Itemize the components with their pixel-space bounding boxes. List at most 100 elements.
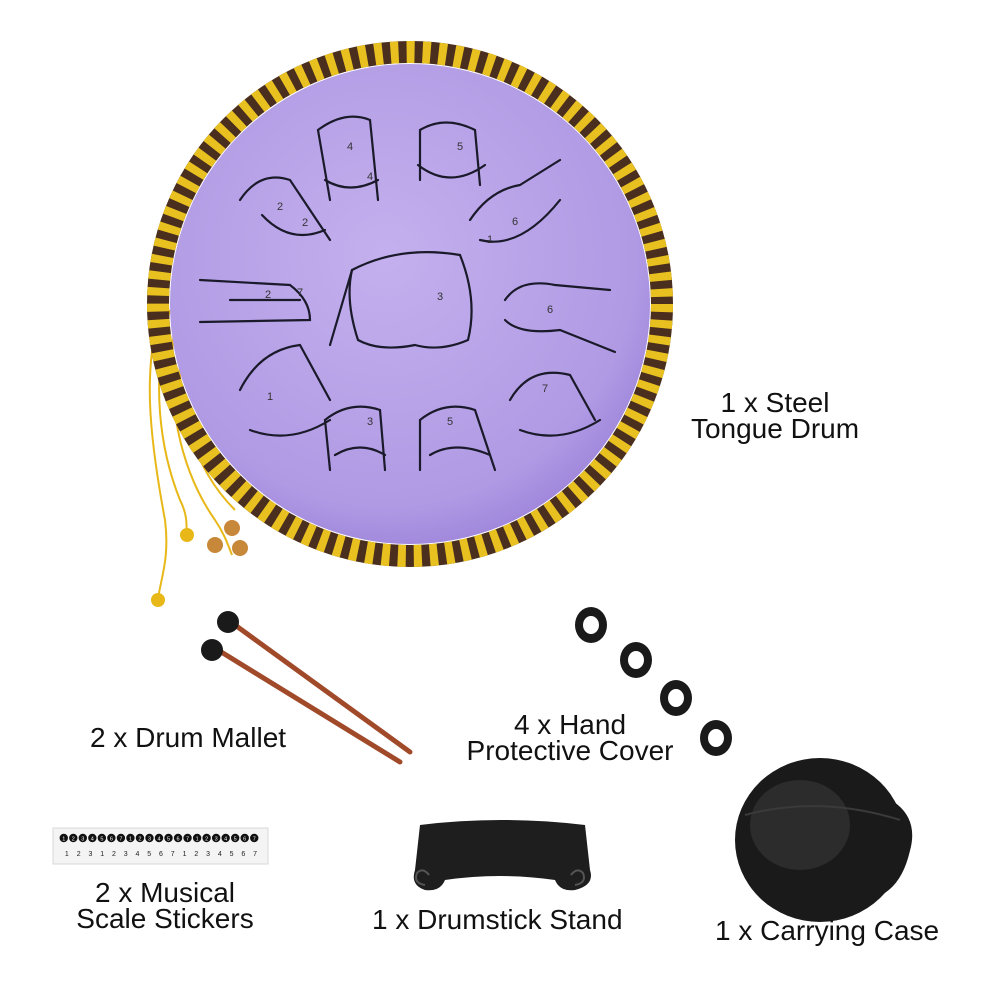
covers-label-line2: Protective Cover bbox=[466, 735, 674, 766]
covers-label-line1: 4 x Hand bbox=[513, 709, 627, 740]
tongue-number: 7 bbox=[542, 383, 548, 395]
sticker-dot-number: 6 bbox=[177, 837, 180, 843]
sticker-scale-number: 5 bbox=[230, 851, 234, 858]
sticker-dot bbox=[250, 833, 259, 843]
sticker-strip bbox=[52, 827, 269, 865]
sticker-dot bbox=[211, 833, 221, 843]
tassel-bead bbox=[207, 537, 223, 553]
sticker-dot bbox=[69, 833, 78, 843]
drum-face bbox=[170, 64, 650, 544]
drum-label-line2: Tongue Drum bbox=[690, 413, 860, 444]
tongue-number: 6 bbox=[512, 216, 518, 228]
tongue-number: 3 bbox=[437, 291, 443, 303]
sticker-dot-number: 2 bbox=[205, 837, 208, 843]
sticker-scale-number: 1 bbox=[100, 851, 104, 858]
case-highlight bbox=[750, 780, 850, 870]
sticker-dot bbox=[183, 833, 192, 843]
mallet-label: 2 x Drum Mallet bbox=[90, 722, 287, 753]
protective-cover bbox=[575, 607, 607, 643]
sticker-scale-number: 3 bbox=[88, 851, 92, 858]
tongue-number: 2 bbox=[302, 217, 308, 229]
tongue-number: 4 bbox=[347, 141, 353, 153]
sticker-dot bbox=[145, 833, 154, 843]
sticker-dot-number: 7 bbox=[253, 837, 256, 843]
tassel-bead bbox=[180, 528, 194, 542]
mallet-stick bbox=[232, 622, 413, 755]
tongue-number: 2 bbox=[265, 289, 271, 301]
protective-cover bbox=[660, 680, 692, 716]
sticker-dot-number: 1 bbox=[62, 837, 65, 843]
sticker-dot-number: 4 bbox=[224, 837, 227, 843]
sticker-scale-number: 4 bbox=[136, 851, 140, 858]
protective-cover bbox=[700, 720, 732, 756]
tongue-numbers: 3 4 5 6 1 2 7 1 2 3 5 7 6 2 4 bbox=[265, 141, 553, 428]
tongue-number: 4 bbox=[367, 171, 373, 183]
sticker-dot bbox=[164, 833, 173, 843]
sticker-dot bbox=[107, 833, 116, 843]
sticker-scale-number: 3 bbox=[124, 851, 128, 858]
tongue-number: 1 bbox=[487, 234, 493, 246]
sticker-dot-number: 5 bbox=[100, 837, 103, 843]
sticker-dot-number: 1 bbox=[129, 837, 132, 843]
sticker-scale-number: 2 bbox=[194, 851, 198, 858]
sticker-scale-number: 5 bbox=[147, 851, 151, 858]
sticker-scale-number: 1 bbox=[183, 851, 187, 858]
sticker-scale-number: 3 bbox=[206, 851, 210, 858]
sticker-scale-number: 6 bbox=[159, 851, 163, 858]
sticker-dot bbox=[135, 833, 145, 843]
tassel-bead bbox=[232, 540, 248, 556]
stand-body bbox=[413, 820, 591, 891]
sticker-dot bbox=[116, 833, 126, 843]
sticker-dot bbox=[154, 833, 164, 843]
drum-label-line1: 1 x Steel bbox=[720, 387, 830, 418]
sticker-dot-number: 5 bbox=[234, 837, 237, 843]
sticker-dot-number: 6 bbox=[110, 837, 113, 843]
sticker-dot bbox=[192, 833, 202, 843]
tongue-number: 2 bbox=[277, 201, 283, 213]
sticker-dot bbox=[88, 833, 97, 843]
sticker-dot-number: 1 bbox=[196, 837, 199, 843]
sticker-dot-number: 3 bbox=[148, 837, 151, 843]
tongue-slots bbox=[198, 115, 617, 472]
sticker-dot-number: 5 bbox=[167, 837, 170, 843]
mallet-head bbox=[201, 639, 223, 661]
tongue-number: 5 bbox=[457, 141, 463, 153]
stickers-label-line2: Scale Stickers bbox=[76, 903, 254, 934]
sticker-dot-number: 3 bbox=[215, 837, 218, 843]
tongue-number: 3 bbox=[367, 416, 373, 428]
sticker-scale-number: 1 bbox=[65, 851, 69, 858]
sticker-dot bbox=[59, 833, 68, 843]
sticker-scale-number: 2 bbox=[112, 851, 116, 858]
rope-rim-gold bbox=[147, 41, 673, 567]
sticker-scale-number: 7 bbox=[253, 851, 257, 858]
sticker-scale-number: 6 bbox=[241, 851, 245, 858]
sticker-dot bbox=[221, 833, 230, 843]
sticker-dot bbox=[78, 833, 88, 843]
mallet-head bbox=[217, 611, 239, 633]
sticker-dot bbox=[240, 833, 249, 843]
sticker-dot-number: 2 bbox=[138, 837, 141, 843]
sticker-dot-number: 7 bbox=[119, 837, 122, 843]
stand-curl bbox=[415, 869, 430, 886]
stand-curl bbox=[570, 869, 585, 886]
sticker-dot bbox=[97, 833, 107, 843]
sticker-dot bbox=[173, 833, 183, 843]
stand-label: 1 x Drumstick Stand bbox=[372, 904, 623, 935]
stickers-label: 2 x Musical Scale Stickers bbox=[65, 879, 265, 934]
sticker-dot bbox=[202, 833, 211, 843]
covers-label: 4 x Hand Protective Cover bbox=[455, 709, 685, 766]
case-label: 1 x Carrying Case bbox=[715, 915, 940, 946]
sticker-dot bbox=[126, 833, 135, 843]
protective-cover bbox=[620, 642, 652, 678]
tongue-number: 6 bbox=[547, 304, 553, 316]
tongue-number: 1 bbox=[267, 391, 273, 403]
case-zipper bbox=[744, 805, 901, 821]
mallet-stick bbox=[215, 647, 403, 765]
sticker-dot bbox=[230, 833, 240, 843]
drum-label: 1 x Steel Tongue Drum bbox=[680, 387, 870, 444]
